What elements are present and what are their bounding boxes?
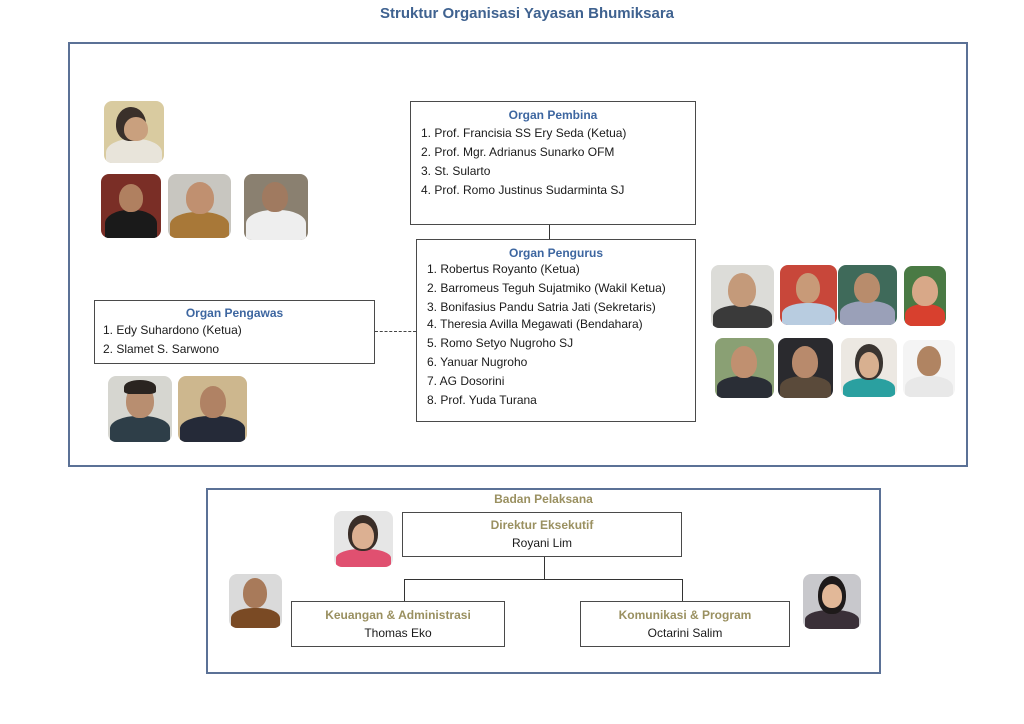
direktur-name: Royani Lim [511,536,573,550]
photo-pembina-2 [101,174,161,238]
organ-pembina-box: Organ Pembina 1. Prof. Francisia SS Ery … [410,101,696,225]
photo-pengurus-3 [838,265,897,325]
photo-pengurus-7 [841,338,897,397]
organ-pengawas-heading: Organ Pengawas [185,306,284,320]
organ-pengawas-list: 1. Edy Suhardono (Ketua) 2. Slamet S. Sa… [103,321,366,359]
list-item: 3. Bonifasius Pandu Satria Jati (Sekreta… [427,300,656,314]
list-item: 7. AG Dosorini [427,374,505,388]
list-item: 1. Robertus Royanto (Ketua) [427,262,580,276]
board-frame [68,42,968,467]
photo-pengurus-2 [780,265,837,325]
connector-left-down [404,579,406,601]
connector-horizontal [404,579,683,581]
list-item: 4. Theresia Avilla Megawati (Bendahara) [427,317,643,331]
direktur-box: Direktur Eksekutif Royani Lim [402,512,682,557]
photo-pengawas-2 [178,376,247,442]
chart-title: Struktur Organisasi Yayasan Bhumiksara [379,5,675,22]
photo-pengurus-8 [903,340,955,397]
photo-pengurus-5 [715,338,774,398]
photo-pengurus-4 [904,266,946,326]
photo-pembina-1 [104,101,164,163]
connector-pembina-pengurus [549,225,551,240]
photo-keuangan [229,574,282,628]
badan-pelaksana-frame [206,488,881,674]
list-item: 2. Prof. Mgr. Adrianus Sunarko OFM [421,145,615,159]
list-item: 8. Prof. Yuda Turana [427,393,537,407]
connector-pengawas-pengurus [375,331,416,332]
organ-pembina-list: 1. Prof. Francisia SS Ery Seda (Ketua) 2… [421,124,685,200]
organ-pengurus-list: 1. Robertus Royanto (Ketua) 2. Barromeus… [427,260,685,410]
organ-pengurus-heading: Organ Pengurus [508,246,603,260]
connector-right-down [682,579,684,601]
photo-direktur [334,511,393,567]
direktur-role: Direktur Eksekutif [490,518,594,532]
list-item: 6. Yanuar Nugroho [427,355,528,369]
photo-pengurus-1 [711,265,774,328]
list-item: 2. Slamet S. Sarwono [103,342,220,356]
list-item: 1. Edy Suhardono (Ketua) [103,323,242,337]
organ-pengawas-box: Organ Pengawas 1. Edy Suhardono (Ketua) … [94,300,375,364]
organ-pengurus-box: Organ Pengurus 1. Robertus Royanto (Ketu… [416,239,696,422]
connector-direktur-down [544,557,546,579]
list-item: 3. St. Sularto [421,164,491,178]
list-item: 2. Barromeus Teguh Sujatmiko (Wakil Ketu… [427,281,666,295]
organ-pembina-heading: Organ Pembina [508,108,598,122]
photo-pembina-4 [244,174,308,240]
badan-pelaksana-heading: Badan Pelaksana [494,492,593,506]
photo-pengurus-6 [778,338,833,398]
keuangan-name: Thomas Eko [364,626,432,640]
photo-pembina-3 [168,174,231,238]
komunikasi-role: Komunikasi & Program [618,608,752,622]
keuangan-box: Keuangan & Administrasi Thomas Eko [291,601,505,647]
photo-pengawas-1 [108,376,172,442]
komunikasi-box: Komunikasi & Program Octarini Salim [580,601,790,647]
komunikasi-name: Octarini Salim [647,626,723,640]
list-item: 1. Prof. Francisia SS Ery Seda (Ketua) [421,126,627,140]
list-item: 4. Prof. Romo Justinus Sudarminta SJ [421,183,625,197]
list-item: 5. Romo Setyo Nugroho SJ [427,336,574,350]
photo-komunikasi [803,574,861,629]
keuangan-role: Keuangan & Administrasi [325,608,471,622]
